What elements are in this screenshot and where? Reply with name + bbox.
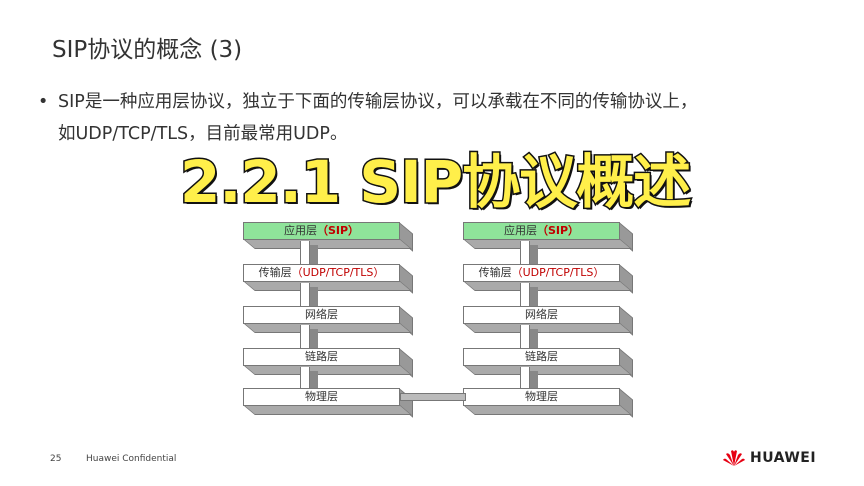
layer-arrow xyxy=(520,283,530,306)
bullet-dot: • xyxy=(38,92,49,112)
layer-box-bottom xyxy=(243,239,412,249)
layer-name: 应用层 xyxy=(283,224,317,237)
layer-box: 应用层（SIP） xyxy=(243,222,400,240)
arrow-shadow xyxy=(308,329,318,348)
layer-name: 链路层 xyxy=(525,350,558,363)
layer-box: 物理层 xyxy=(243,388,400,406)
arrow-shadow xyxy=(308,371,318,388)
layer-box-bottom xyxy=(463,323,632,333)
layer-box-bottom xyxy=(463,281,632,291)
layer-box-bottom xyxy=(463,239,632,249)
huawei-flower-icon xyxy=(723,450,745,466)
logo-text: HUAWEI xyxy=(750,450,817,466)
layer-name: 应用层 xyxy=(503,224,537,237)
layer-box-bottom xyxy=(243,405,412,415)
layer-name: 网络层 xyxy=(525,308,558,321)
page-number: 25 xyxy=(50,454,62,464)
layer-box-bottom xyxy=(243,323,412,333)
layer-box-bottom xyxy=(243,281,412,291)
layer-arrow xyxy=(520,325,530,348)
layer-arrow xyxy=(300,367,310,388)
arrow-shadow xyxy=(528,287,538,306)
layer-name: 传输层 xyxy=(258,266,292,279)
layer-name: 链路层 xyxy=(305,350,338,363)
physical-link-arrow xyxy=(400,393,466,401)
arrow-shadow xyxy=(528,329,538,348)
layer-name: 物理层 xyxy=(525,390,558,403)
layer-box: 传输层（UDP/TCP/TLS） xyxy=(243,264,400,282)
layer-box-bottom xyxy=(463,365,632,375)
layer-box-bottom xyxy=(463,405,632,415)
huawei-logo: HUAWEI xyxy=(722,449,816,467)
layer-box: 网络层 xyxy=(243,306,400,324)
layer-box: 网络层 xyxy=(463,306,620,324)
layer-box: 应用层（SIP） xyxy=(463,222,620,240)
arrow-shadow xyxy=(528,245,538,264)
confidential-label: Huawei Confidential xyxy=(86,454,177,464)
layer-box: 传输层（UDP/TCP/TLS） xyxy=(463,264,620,282)
layer-arrow xyxy=(300,283,310,306)
arrow-shadow xyxy=(528,371,538,388)
layer-protocol: （UDP/TCP/TLS） xyxy=(291,266,385,279)
arrow-shadow xyxy=(308,245,318,264)
arrow-shadow xyxy=(308,287,318,306)
layer-arrow xyxy=(520,367,530,388)
layer-box-bottom xyxy=(243,365,412,375)
bullet-text: • SIP是一种应用层协议，独立于下面的传输层协议，可以承载在不同的传输协议上，… xyxy=(38,86,818,150)
layer-arrow xyxy=(300,241,310,264)
layer-protocol: （SIP） xyxy=(536,224,580,237)
layer-arrow xyxy=(300,325,310,348)
bullet-line-2: 如UDP/TCP/TLS，目前最常用UDP。 xyxy=(58,124,348,144)
layer-box: 物理层 xyxy=(463,388,620,406)
layer-box: 链路层 xyxy=(243,348,400,366)
layer-arrow xyxy=(520,241,530,264)
layer-name: 物理层 xyxy=(305,390,338,403)
layer-name: 传输层 xyxy=(478,266,512,279)
bullet-line-1: SIP是一种应用层协议，独立于下面的传输层协议，可以承载在不同的传输协议上， xyxy=(58,92,698,112)
layer-name: 网络层 xyxy=(305,308,338,321)
layer-protocol: （UDP/TCP/TLS） xyxy=(511,266,605,279)
layer-box: 链路层 xyxy=(463,348,620,366)
overlay-caption: 2.2.1 SIP协议概述 xyxy=(178,148,692,216)
slide-title: SIP协议的概念 (3) xyxy=(52,37,243,63)
layer-protocol: （SIP） xyxy=(316,224,360,237)
